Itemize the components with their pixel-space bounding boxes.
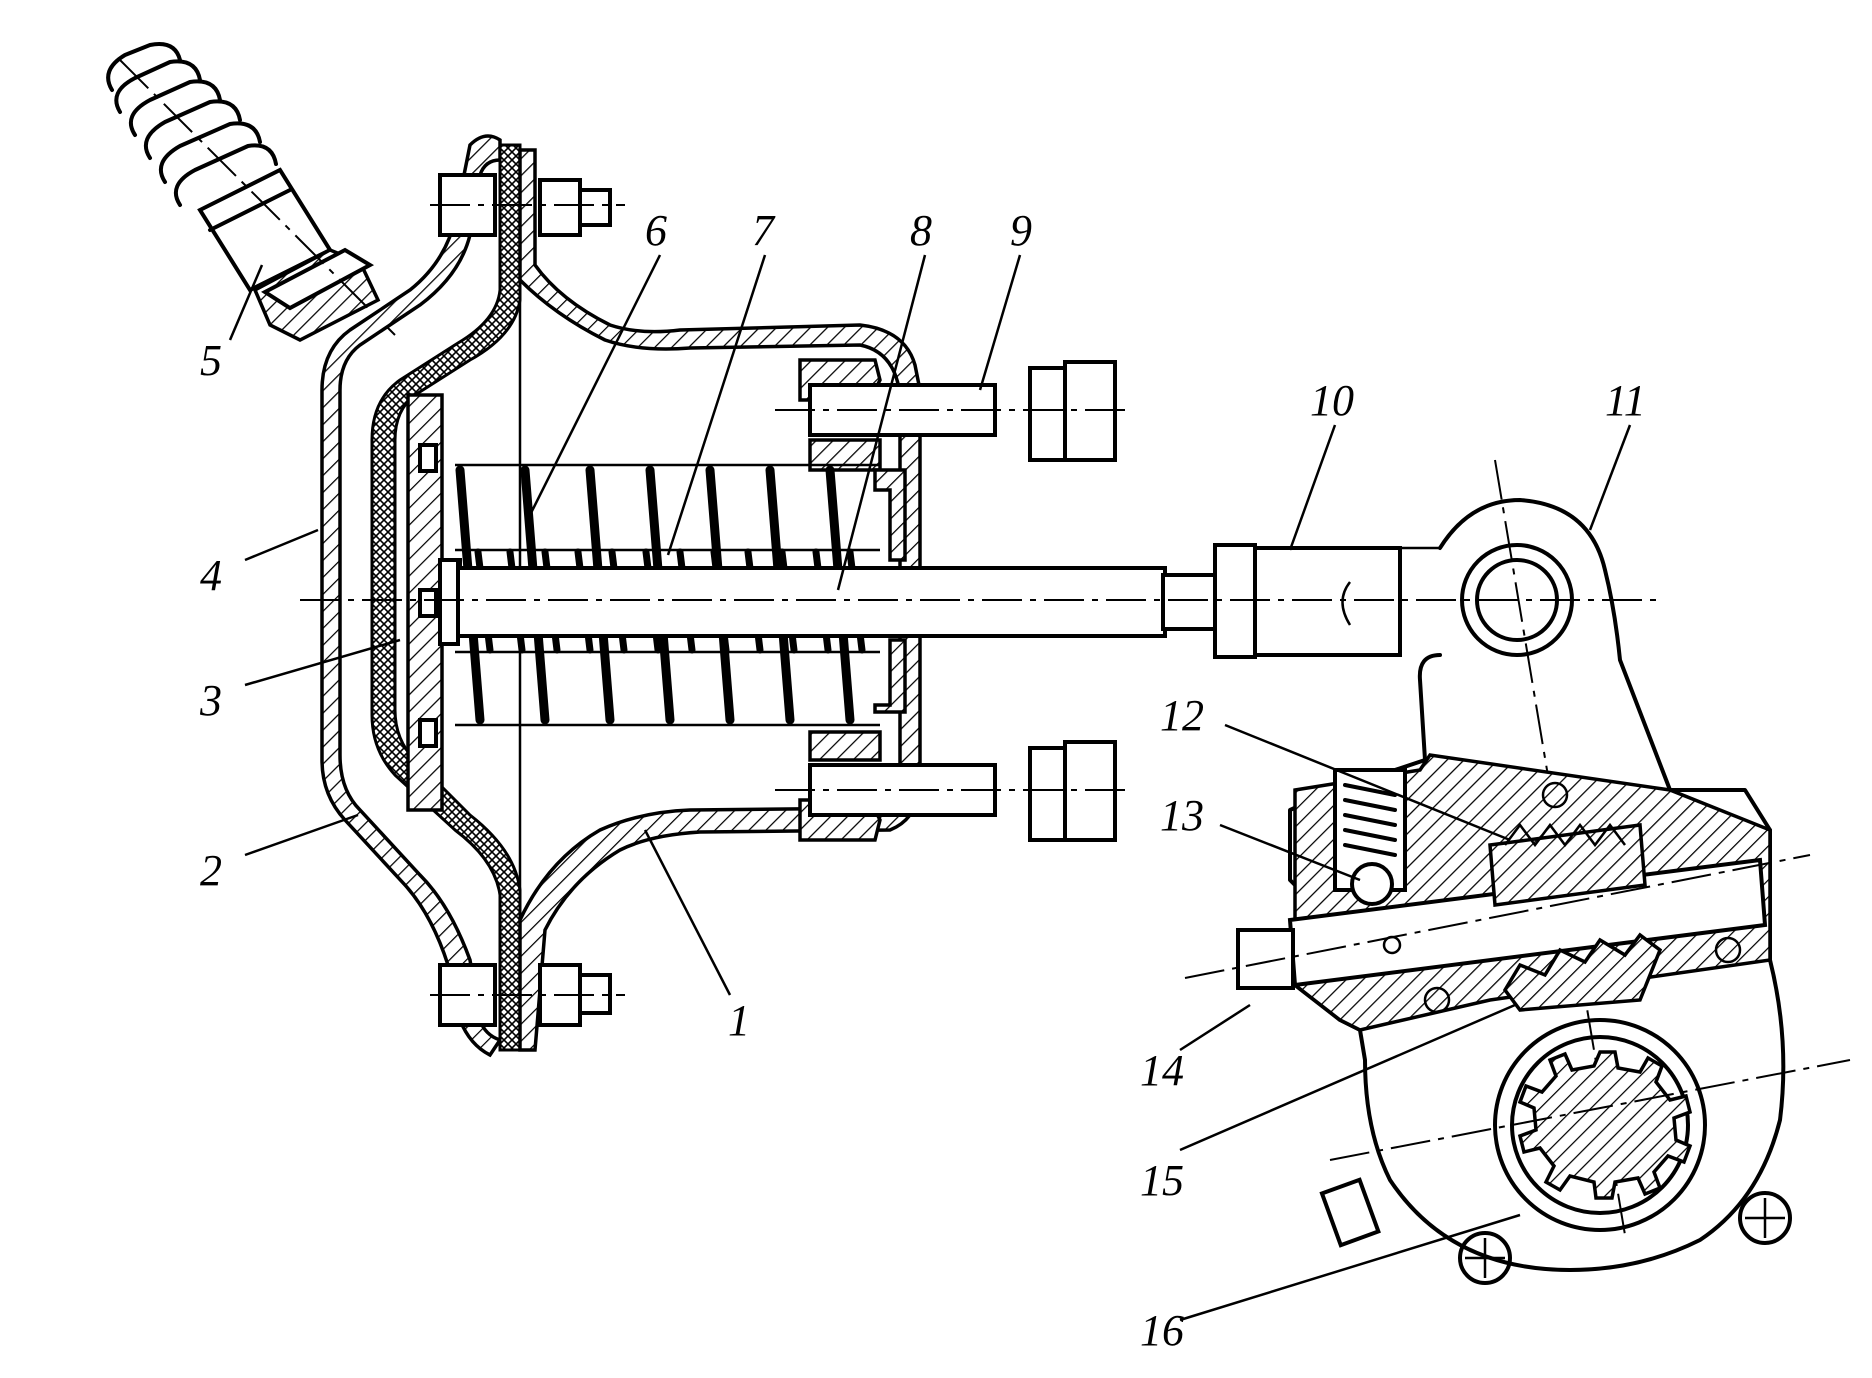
label-12: 12 [1160, 691, 1204, 740]
mounting-stud-bottom [775, 740, 1125, 842]
label-5: 5 [200, 336, 222, 385]
label-10: 10 [1310, 376, 1354, 425]
label-7: 7 [752, 206, 776, 255]
clamp-bolt-top [430, 173, 625, 237]
clamp-bolt-bottom [430, 963, 625, 1027]
label-4: 4 [200, 551, 222, 600]
worm-housing [1184, 753, 1811, 1032]
label-15: 15 [1140, 1156, 1184, 1205]
mounting-stud-top [775, 360, 1125, 462]
label-8: 8 [910, 206, 932, 255]
air-hose-boot [106, 42, 396, 342]
label-14: 14 [1140, 1046, 1184, 1095]
label-9: 9 [1010, 206, 1032, 255]
label-6: 6 [645, 206, 667, 255]
part-labels: 5 4 3 2 1 6 7 8 9 10 11 12 13 14 15 16 [199, 206, 1646, 1355]
callout-leaders [228, 254, 1632, 1322]
push-rod [438, 558, 1220, 646]
label-13: 13 [1160, 791, 1204, 840]
label-11: 11 [1605, 376, 1646, 425]
splined-hub [1319, 1018, 1851, 1285]
label-3: 3 [199, 676, 222, 725]
label-2: 2 [200, 846, 222, 895]
label-16: 16 [1140, 1306, 1184, 1355]
label-1: 1 [728, 996, 750, 1045]
